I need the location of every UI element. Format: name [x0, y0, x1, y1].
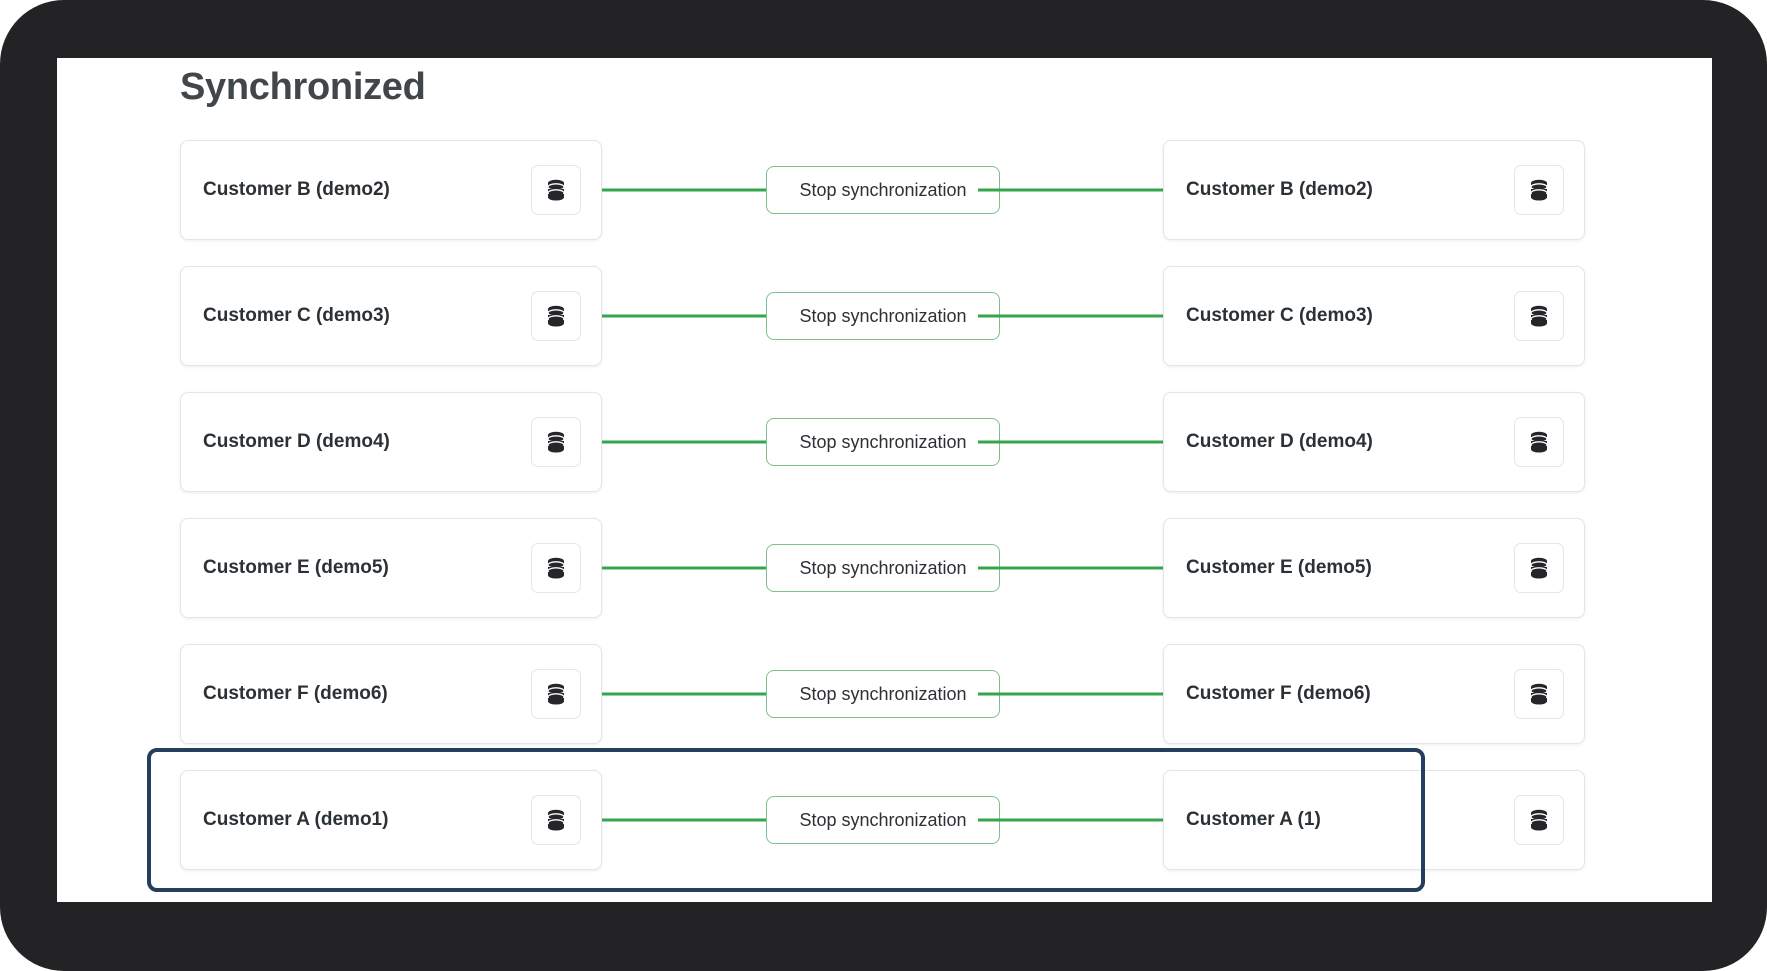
stop-synchronization-button[interactable]: Stop synchronization	[766, 166, 1000, 214]
source-database-label: Customer C (demo3)	[203, 305, 390, 326]
source-database-card[interactable]: Customer E (demo5)	[180, 518, 602, 618]
database-icon-button[interactable]	[1514, 417, 1564, 467]
stop-synchronization-button[interactable]: Stop synchronization	[766, 292, 1000, 340]
source-database-card[interactable]: Customer F (demo6)	[180, 644, 602, 744]
page-title: Synchronized	[180, 66, 426, 108]
database-icon-button[interactable]	[1514, 165, 1564, 215]
source-database-label: Customer D (demo4)	[203, 431, 390, 452]
source-database-card[interactable]: Customer D (demo4)	[180, 392, 602, 492]
target-database-card[interactable]: Customer A (1)	[1163, 770, 1585, 870]
target-database-card[interactable]: Customer D (demo4)	[1163, 392, 1585, 492]
source-database-card[interactable]: Customer A (demo1)	[180, 770, 602, 870]
database-icon-button[interactable]	[531, 795, 581, 845]
sync-row: Customer E (demo5)	[57, 518, 1712, 618]
connector-line-left	[602, 818, 768, 822]
target-database-label: Customer A (1)	[1186, 809, 1321, 830]
target-database-label: Customer E (demo5)	[1186, 557, 1372, 578]
sync-row: Customer A (demo1)	[57, 748, 1712, 892]
stop-synchronization-button[interactable]: Stop synchronization	[766, 670, 1000, 718]
connector-line-right	[978, 440, 1163, 444]
target-database-card[interactable]: Customer E (demo5)	[1163, 518, 1585, 618]
connector-line-left	[602, 188, 768, 192]
target-database-label: Customer C (demo3)	[1186, 305, 1373, 326]
source-database-label: Customer E (demo5)	[203, 557, 389, 578]
connector-line-left	[602, 566, 768, 570]
database-icon-button[interactable]	[531, 669, 581, 719]
database-icon-button[interactable]	[1514, 669, 1564, 719]
database-icon-button[interactable]	[531, 291, 581, 341]
connector-line-right	[978, 314, 1163, 318]
connector-line-left	[602, 692, 768, 696]
target-database-card[interactable]: Customer B (demo2)	[1163, 140, 1585, 240]
connector-line-right	[978, 818, 1163, 822]
database-icon-button[interactable]	[531, 417, 581, 467]
connector-line-left	[602, 314, 768, 318]
app-viewport: Synchronized Customer B (demo2)	[57, 58, 1712, 902]
source-database-card[interactable]: Customer B (demo2)	[180, 140, 602, 240]
target-database-label: Customer F (demo6)	[1186, 683, 1371, 704]
stop-synchronization-button[interactable]: Stop synchronization	[766, 796, 1000, 844]
source-database-label: Customer F (demo6)	[203, 683, 388, 704]
sync-row: Customer D (demo4)	[57, 392, 1712, 492]
synchronized-rows-list: Customer B (demo2)	[57, 140, 1712, 896]
connector-line-right	[978, 692, 1163, 696]
source-database-label: Customer B (demo2)	[203, 179, 390, 200]
database-icon-button[interactable]	[531, 165, 581, 215]
sync-row: Customer C (demo3)	[57, 266, 1712, 366]
target-database-label: Customer D (demo4)	[1186, 431, 1373, 452]
sync-row: Customer B (demo2)	[57, 140, 1712, 240]
database-icon-button[interactable]	[1514, 795, 1564, 845]
database-icon-button[interactable]	[531, 543, 581, 593]
connector-line-right	[978, 566, 1163, 570]
database-icon-button[interactable]	[1514, 543, 1564, 593]
source-database-card[interactable]: Customer C (demo3)	[180, 266, 602, 366]
target-database-label: Customer B (demo2)	[1186, 179, 1373, 200]
connector-line-right	[978, 188, 1163, 192]
source-database-label: Customer A (demo1)	[203, 809, 389, 830]
stop-synchronization-button[interactable]: Stop synchronization	[766, 544, 1000, 592]
connector-line-left	[602, 440, 768, 444]
target-database-card[interactable]: Customer F (demo6)	[1163, 644, 1585, 744]
stop-synchronization-button[interactable]: Stop synchronization	[766, 418, 1000, 466]
database-icon-button[interactable]	[1514, 291, 1564, 341]
target-database-card[interactable]: Customer C (demo3)	[1163, 266, 1585, 366]
sync-row: Customer F (demo6)	[57, 644, 1712, 744]
